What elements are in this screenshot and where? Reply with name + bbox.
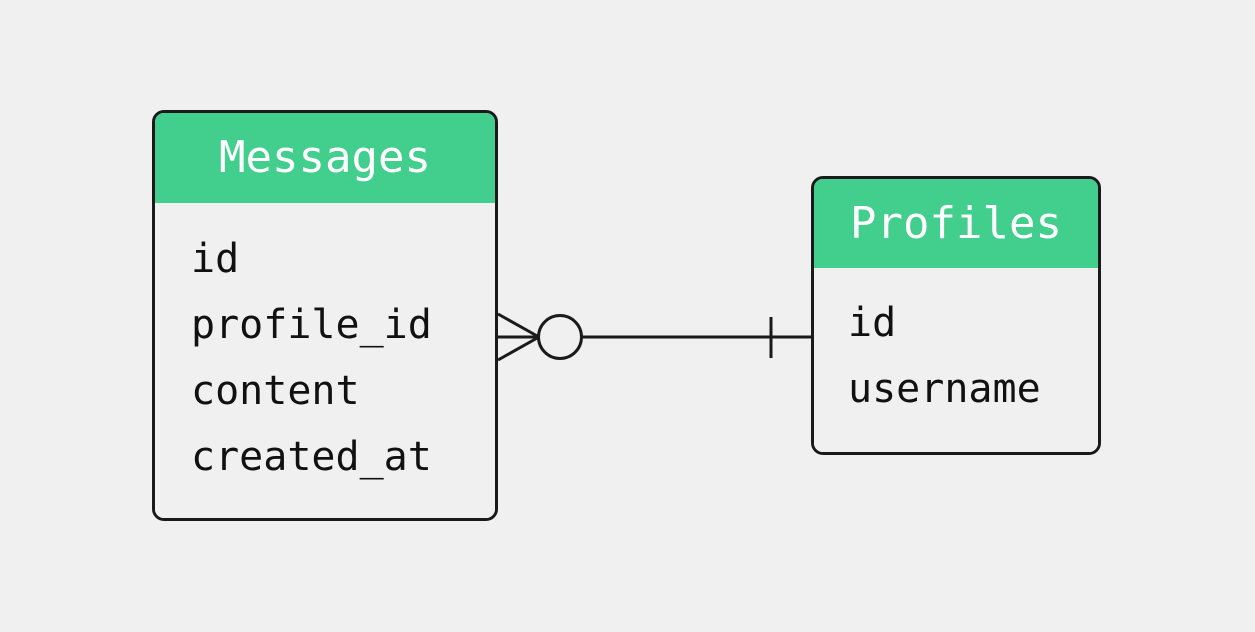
field-row: content (191, 367, 360, 414)
entity-profiles-field-list: id username (814, 268, 1098, 452)
entity-messages[interactable]: Messages id profile_id content created_a… (152, 110, 498, 521)
zero-cardinality-circle (537, 314, 583, 360)
crows-foot-lower-prong (497, 335, 540, 362)
entity-profiles[interactable]: Profiles id username (811, 176, 1101, 455)
crows-foot-upper-prong (497, 312, 540, 339)
field-row: id (191, 235, 240, 282)
field-row: created_at (191, 433, 432, 480)
entity-messages-field-list: id profile_id content created_at (155, 203, 495, 518)
entity-messages-title: Messages (155, 113, 495, 203)
field-row: profile_id (191, 301, 432, 348)
entity-profiles-title: Profiles (814, 179, 1098, 268)
field-row: username (848, 366, 1041, 412)
field-row: id (848, 300, 897, 346)
